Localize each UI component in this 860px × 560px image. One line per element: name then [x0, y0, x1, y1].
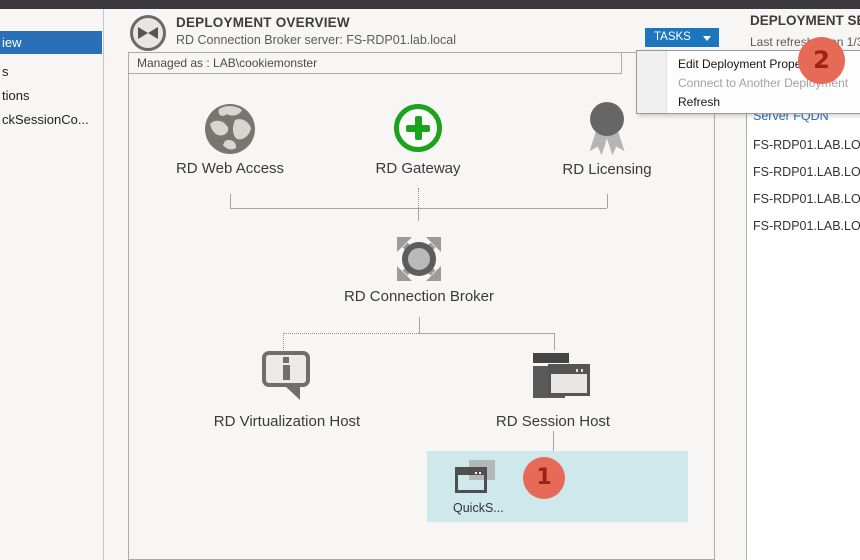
- menu-item-edit-deployment-properties[interactable]: Edit Deployment Properties: [678, 57, 825, 71]
- collection-windows-icon: [455, 460, 499, 496]
- deployment-servers-panel: [746, 52, 860, 560]
- bubble-tail: [284, 385, 300, 400]
- medal-icon: [590, 102, 624, 136]
- rds-overview-icon: [130, 15, 166, 51]
- window-top-bar: [0, 0, 860, 9]
- connector-line: [607, 194, 608, 208]
- globe-icon: [205, 104, 255, 154]
- server-row[interactable]: FS-RDP01.LAB.LOCAL: [753, 192, 860, 206]
- window-dot: [575, 369, 578, 372]
- rd-session-host-node[interactable]: [530, 351, 590, 398]
- broker-server-subtitle: RD Connection Broker server: FS-RDP01.la…: [176, 33, 456, 47]
- connector-line: [283, 333, 419, 334]
- window-titlebar: [551, 367, 587, 374]
- front-window: [455, 467, 487, 493]
- broker-arrows-icon: [397, 237, 441, 281]
- callout-badge-1: 1: [523, 457, 565, 499]
- sidebar-item-label: iew: [2, 35, 22, 50]
- window-dot: [475, 471, 477, 474]
- managed-as-bar: Managed as : LAB\cookiemonster: [128, 52, 622, 74]
- rd-virtualization-host-node[interactable]: [262, 351, 312, 403]
- window-icon: [548, 364, 590, 396]
- arrow-right-glyph: [138, 27, 148, 39]
- connector-line: [419, 333, 554, 334]
- sidebar-item-servers[interactable]: s: [2, 64, 9, 79]
- front-window-titlebar: [458, 470, 484, 475]
- chevron-down-icon: [703, 36, 711, 41]
- menu-item-refresh[interactable]: Refresh: [678, 95, 721, 109]
- rd-gateway-label: RD Gateway: [375, 160, 461, 177]
- sidebar-item-overview[interactable]: iew: [0, 31, 102, 54]
- rd-virtualization-host-label: RD Virtualization Host: [213, 413, 361, 430]
- sidebar-item-quicksessioncollection[interactable]: ckSessionCo...: [2, 112, 89, 127]
- rd-session-host-label: RD Session Host: [495, 413, 611, 430]
- arrow-left-glyph: [148, 27, 158, 39]
- info-dot: [283, 357, 289, 363]
- window-dot: [580, 369, 583, 372]
- deployment-servers-title: DEPLOYMENT SERVERS: [750, 13, 860, 28]
- plus-icon: [414, 116, 422, 140]
- rd-connection-broker-node[interactable]: [396, 236, 442, 282]
- rd-connection-broker-label: RD Connection Broker: [343, 288, 495, 305]
- callout-badge-2: 2: [798, 37, 845, 84]
- server-row[interactable]: FS-RDP01.LAB.LOCAL: [753, 219, 860, 233]
- server-row[interactable]: FS-RDP01.LAB.LOCAL: [753, 165, 860, 179]
- page-title: DEPLOYMENT OVERVIEW: [176, 15, 350, 30]
- rd-web-access-node[interactable]: [204, 103, 256, 155]
- tasks-button-label: TASKS: [654, 31, 691, 43]
- sidebar-divider: [103, 9, 104, 560]
- collection-label: QuickS...: [453, 501, 504, 515]
- rd-gateway-node[interactable]: [394, 104, 442, 152]
- tasks-button[interactable]: TASKS: [645, 28, 719, 47]
- connector-line: [283, 333, 284, 350]
- connector-line: [419, 317, 420, 333]
- connector-line: [230, 194, 231, 208]
- menu-icon-gutter: [637, 51, 667, 113]
- connector-line: [418, 208, 419, 221]
- sidebar-item-collections[interactable]: tions: [2, 88, 30, 103]
- window-dot: [479, 471, 481, 474]
- rd-licensing-label: RD Licensing: [562, 161, 652, 178]
- connector-line: [418, 188, 419, 208]
- info-stem: [282, 365, 290, 380]
- menu-item-connect-to-another-deployment[interactable]: Connect to Another Deployment: [678, 76, 849, 90]
- connector-line: [554, 333, 555, 350]
- tile-right-divider: [714, 52, 715, 560]
- server-row[interactable]: FS-RDP01.LAB.LOCAL: [753, 138, 860, 152]
- rd-licensing-node[interactable]: [586, 102, 628, 164]
- connector-line: [553, 431, 554, 451]
- rd-web-access-label: RD Web Access: [175, 160, 285, 177]
